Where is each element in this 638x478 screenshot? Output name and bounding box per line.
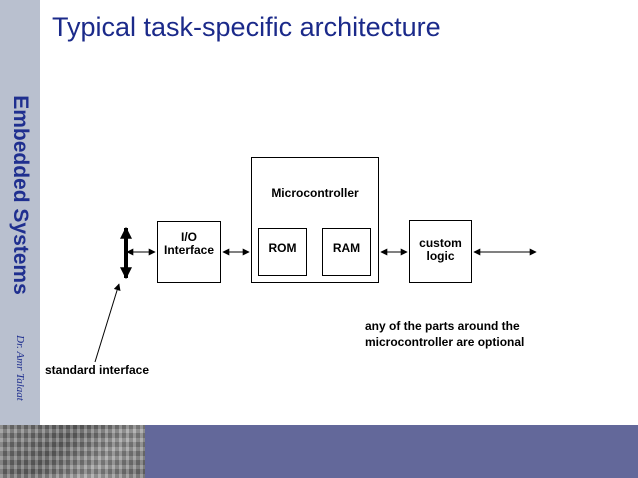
optional-note-line1: any of the parts around the (365, 319, 520, 333)
standard-interface-pointer (94, 283, 121, 363)
io-interface-label-line1: I/O (180, 230, 197, 244)
io-interface-label-line2: Interface (163, 243, 215, 257)
footer-bar (145, 425, 638, 478)
custom-logic-label-line2: logic (426, 249, 455, 263)
rom-label: ROM (268, 241, 297, 255)
optional-note-line2: microcontroller are optional (365, 335, 525, 349)
rom-box: ROM (258, 228, 307, 276)
sidebar: Embedded Systems Dr. Amr Talaat (0, 0, 40, 425)
slide-title: Typical task-specific architecture (52, 12, 441, 42)
custom-logic-label-line1: custom (419, 236, 462, 250)
custom-logic-box: custom logic (409, 220, 472, 283)
footer-circuit-image (0, 425, 145, 478)
io-interface-box: I/O Interface (157, 221, 221, 283)
microcontroller-label: Microcontroller (271, 186, 359, 200)
ram-box: RAM (322, 228, 371, 276)
ram-label: RAM (332, 241, 361, 255)
standard-interface-label: standard interface (45, 363, 150, 377)
